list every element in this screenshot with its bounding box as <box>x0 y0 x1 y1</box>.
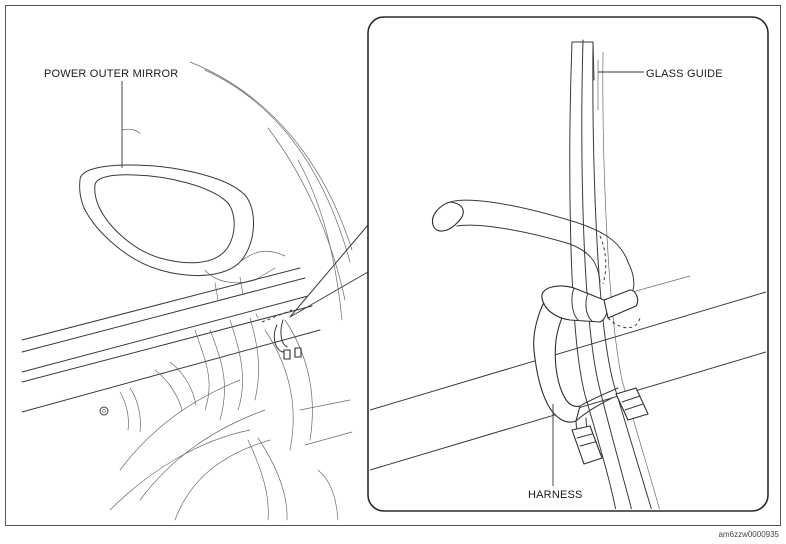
detail-callout-wedge <box>289 224 369 318</box>
detail-view <box>367 16 769 512</box>
figure-frame <box>5 5 781 526</box>
power-outer-mirror-label: POWER OUTER MIRROR <box>44 68 178 80</box>
power-outer-mirror <box>79 164 286 284</box>
harness-connector-small <box>255 309 302 360</box>
figure-code: am6zzw0000935 <box>719 530 780 539</box>
door-overview <box>21 61 369 521</box>
glass-guide <box>569 39 661 509</box>
glass-guide-label: GLASS GUIDE <box>646 68 723 80</box>
harness-grommet-tube <box>431 199 635 303</box>
detail-frame <box>367 16 769 512</box>
harness-label: HARNESS <box>528 489 583 501</box>
harness <box>533 285 649 465</box>
